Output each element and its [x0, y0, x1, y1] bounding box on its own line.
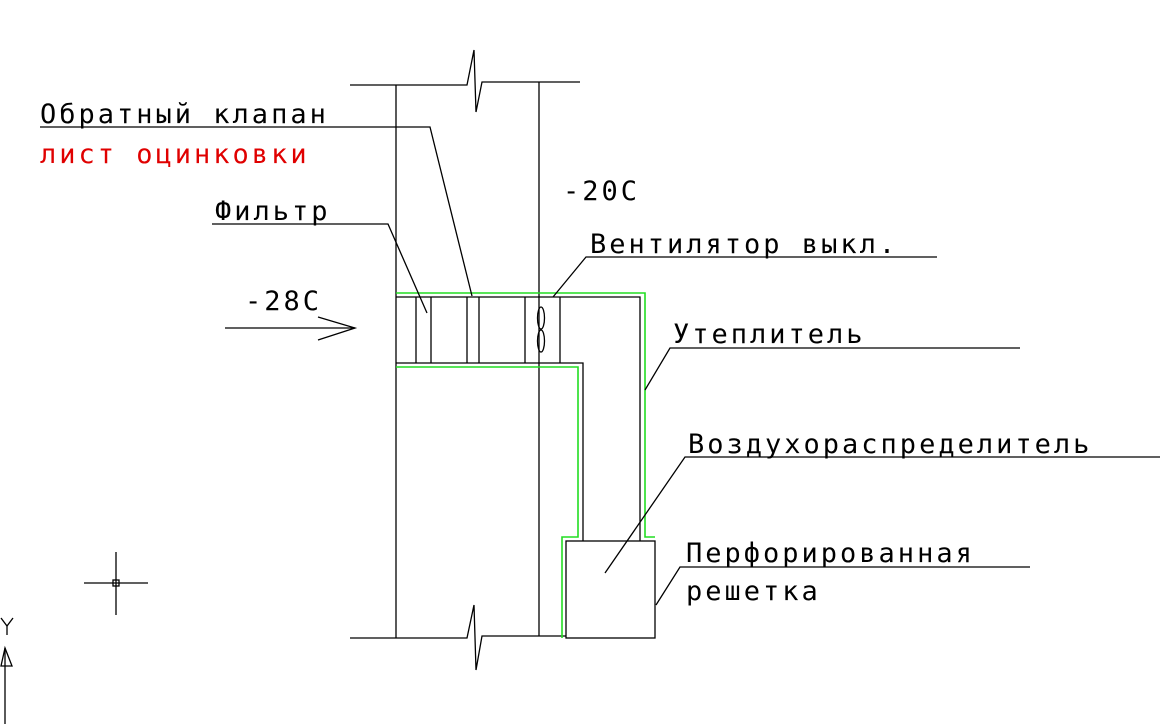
fan-icon: [536, 306, 546, 353]
label-perforated-line1: Перфорированная: [686, 538, 975, 569]
label-filter: Фильтр: [215, 196, 331, 227]
wall-outline: [350, 49, 580, 671]
perforated-grille-box: [565, 540, 656, 639]
crosshair-cursor-icon: [84, 552, 148, 615]
leader-lines: [40, 126, 1160, 606]
label-perforated-line2: решетка: [686, 576, 821, 607]
label-check-valve: Обратный клапан: [40, 99, 329, 130]
label-air-distributor: Воздухораспределитель: [688, 429, 1092, 460]
label-insulation: Утеплитель: [673, 319, 866, 350]
temperature-inside: -20C: [563, 176, 640, 207]
ucs-icon: [0, 617, 14, 724]
temperature-outside: -28C: [245, 286, 322, 317]
label-galvanized-sheet: лист оцинковки: [40, 139, 310, 170]
label-fan-off: Вентилятор выкл.: [590, 229, 898, 260]
duct: [396, 296, 641, 541]
insulation-line: [396, 292, 655, 638]
airflow-arrow-icon: [225, 316, 358, 341]
